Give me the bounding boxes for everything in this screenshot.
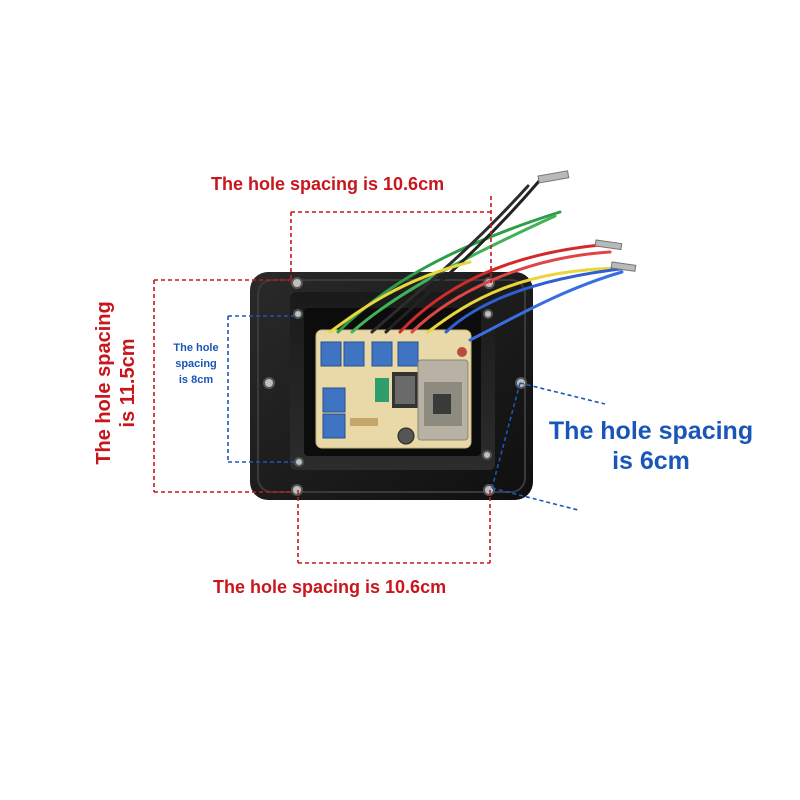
right-dimension-label: The hole spacing is 6cm	[549, 416, 753, 476]
circuit-board	[315, 329, 472, 449]
inner-label-line1: The hole	[173, 342, 219, 354]
left-label-line1: The hole spacing	[93, 301, 115, 465]
dimension-lines-red	[153, 196, 492, 564]
left-dimension-label: The hole spacing is 11.5cm	[92, 301, 140, 464]
right-label-line2: is 6cm	[612, 447, 690, 475]
top-dimension-label: The hole spacing is 10.6cm	[211, 174, 445, 194]
dimension-lines-blue	[227, 315, 606, 511]
left-label-line2: is 11.5cm	[117, 338, 139, 428]
wire-terminals	[537, 170, 637, 272]
bottom-dimension-label: The hole spacing is 10.6cm	[213, 577, 447, 597]
wires	[328, 178, 630, 342]
inner-dimension-label: The hole spacing is 8cm	[173, 340, 218, 388]
relays	[320, 341, 419, 439]
inner-label-line3: is 8cm	[178, 374, 214, 386]
right-label-line1: The hole spacing	[548, 417, 754, 445]
inner-label-line2: spacing	[175, 358, 217, 370]
